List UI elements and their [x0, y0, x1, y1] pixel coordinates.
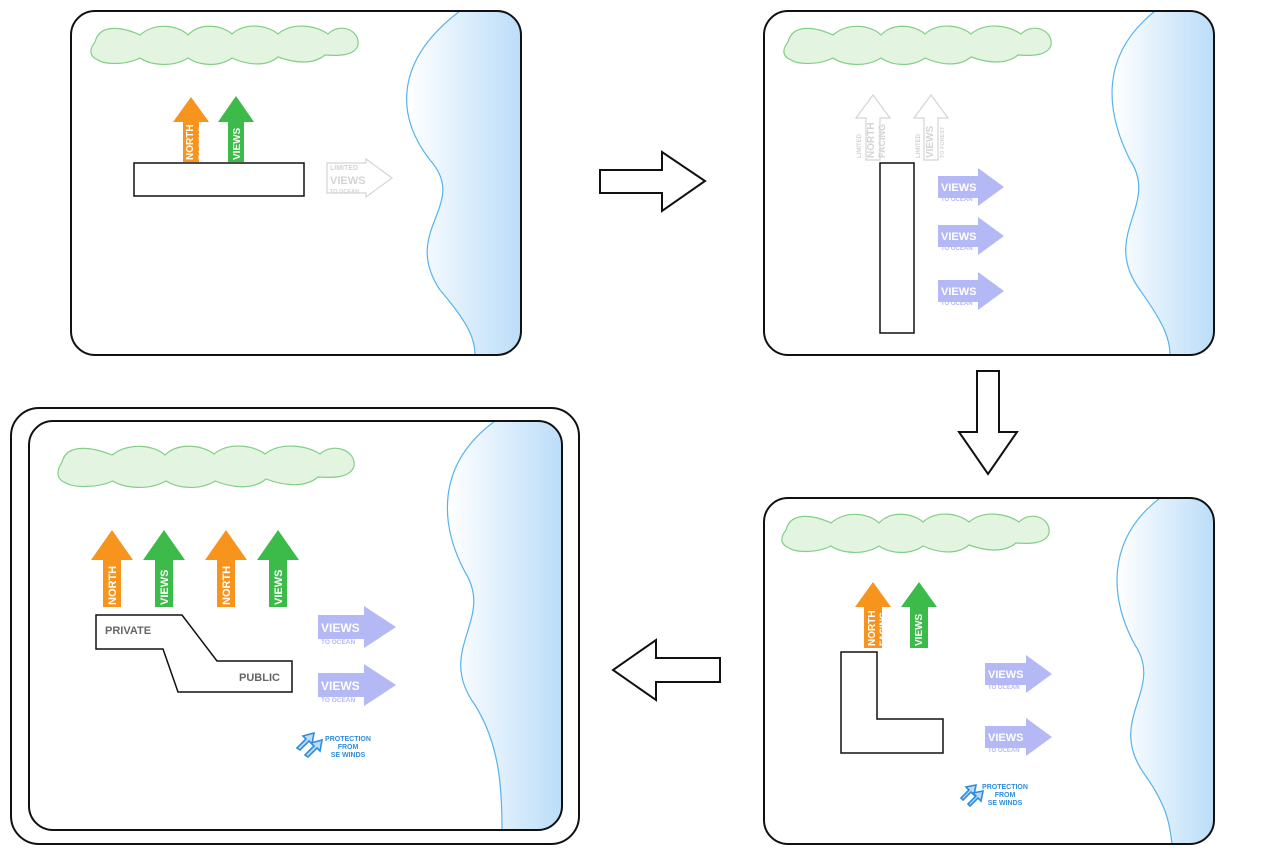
- arrow-label: TO FOREST: [290, 570, 296, 605]
- wind-arrows-icon: [959, 783, 985, 808]
- arrow-views-to-ocean: VIEWS TO OCEAN: [985, 655, 1052, 693]
- arrow-label: TO OCEAN: [330, 189, 359, 195]
- arrow-views-to-ocean: VIEWS TO OCEAN: [938, 217, 1004, 255]
- wind-label: FROM: [995, 792, 1016, 799]
- arrow-label: VIEWS: [330, 175, 365, 187]
- arrow-label: NORTH: [185, 124, 196, 160]
- arrow-label: LIMITED: [330, 165, 358, 172]
- panel-frame: [28, 420, 563, 831]
- ocean-shape: [446, 421, 562, 830]
- arrow-limited-north-facing: LIMITED NORTH FACING: [854, 93, 892, 161]
- arrow-label: TO OCEAN: [988, 685, 1020, 691]
- arrow-views-to-forest: VIEWS TO FOREST: [143, 530, 185, 607]
- ocean-shape: [1116, 498, 1214, 844]
- ocean-shape: [1111, 11, 1214, 355]
- arrow-north-facing: NORTH FACING: [205, 530, 247, 607]
- zone-label-public: PUBLIC: [239, 672, 280, 684]
- arrow-views-to-ocean: VIEWS TO OCEAN: [938, 168, 1004, 206]
- arrow-limited-views-to-forest: LIMITED VIEWS TO FOREST: [912, 93, 950, 161]
- building-l-shape: [840, 651, 944, 754]
- wind-label: SE WINDS: [988, 800, 1023, 807]
- wind-protection: PROTECTION FROM SE WINDS: [295, 731, 371, 759]
- zone-label-private: PRIVATE: [105, 625, 151, 637]
- panel-step-3: NORTH FACING VIEWS TO FOREST VIEWS TO OC…: [763, 497, 1215, 845]
- arrow-label: NORTH: [866, 122, 877, 158]
- forest-shape: [783, 25, 1052, 65]
- arrow-label: VIEWS: [988, 732, 1023, 744]
- wind-label: PROTECTION: [982, 784, 1028, 791]
- arrow-label: VIEWS: [232, 127, 243, 160]
- wind-label: PROTECTION: [325, 736, 371, 743]
- arrow-label: FACING: [877, 124, 887, 158]
- arrow-label: VIEWS: [925, 125, 936, 158]
- arrow-label: VIEWS: [941, 231, 976, 243]
- wind-arrows-icon: [295, 731, 324, 759]
- arrow-label: LIMITED: [857, 133, 863, 158]
- panel-frame: [763, 497, 1215, 845]
- arrow-label: TO FOREST: [940, 126, 946, 158]
- arrow-label: NORTH: [221, 566, 233, 605]
- building-bar-horizontal: [133, 162, 305, 197]
- arrow-label: VIEWS: [941, 286, 976, 298]
- arrow-label: FACING: [234, 567, 245, 605]
- ocean-shape: [406, 11, 521, 355]
- arrow-views-to-forest: VIEWS TO FOREST: [218, 96, 254, 162]
- arrow-views-to-ocean: VIEWS TO OCEAN: [985, 718, 1052, 756]
- arrow-views-to-ocean: VIEWS TO OCEAN: [318, 606, 396, 648]
- forest-shape: [90, 25, 359, 65]
- arrow-north-facing: NORTH FACING: [855, 582, 891, 648]
- arrow-label: TO OCEAN: [321, 639, 355, 646]
- arrow-views-to-ocean: VIEWS TO OCEAN: [938, 272, 1004, 310]
- forest-shape: [57, 445, 355, 488]
- arrow-label: VIEWS: [914, 613, 925, 646]
- arrow-north-facing: NORTH FACING: [91, 530, 133, 607]
- wind-protection: PROTECTION FROM SE WINDS: [959, 783, 1028, 808]
- arrow-label: VIEWS: [321, 621, 360, 635]
- flow-arrow-left: [611, 638, 721, 702]
- arrow-limited-views-to-ocean: LIMITED VIEWS TO OCEAN: [326, 157, 394, 199]
- arrow-label: VIEWS: [273, 570, 285, 605]
- final-outer-frame: [10, 407, 580, 845]
- arrow-label: NORTH: [867, 610, 878, 646]
- arrow-label: FACING: [197, 126, 207, 160]
- arrow-label: TO OCEAN: [941, 246, 973, 252]
- arrow-label: TO OCEAN: [941, 197, 973, 203]
- arrow-label: VIEWS: [941, 182, 976, 194]
- arrow-views-to-forest: VIEWS TO FOREST: [257, 530, 299, 607]
- arrow-label: FACING: [878, 612, 888, 646]
- arrow-label: VIEWS: [988, 669, 1023, 681]
- arrow-label: FACING: [120, 567, 131, 605]
- arrow-label: VIEWS: [321, 679, 360, 693]
- panel-frame: [70, 10, 522, 356]
- arrow-views-to-ocean: VIEWS TO OCEAN: [318, 664, 396, 706]
- building-bar-vertical: [879, 162, 915, 334]
- flow-arrow-down: [957, 370, 1019, 476]
- panel-frame: [763, 10, 1215, 356]
- panel-step-4-final: PRIVATE PUBLIC NORTH FACING VIEWS TO FOR…: [10, 407, 580, 845]
- arrow-label: VIEWS: [159, 570, 171, 605]
- arrow-label: NORTH: [107, 566, 119, 605]
- arrow-north-facing: NORTH FACING: [173, 97, 209, 162]
- arrow-label: TO OCEAN: [941, 301, 973, 307]
- flow-arrow-right: [599, 150, 707, 213]
- building-stepped: [95, 614, 293, 693]
- forest-shape: [781, 513, 1050, 553]
- arrow-label: TO OCEAN: [321, 697, 355, 704]
- panel-step-1: NORTH FACING VIEWS TO FOREST LIMITED VIE…: [70, 10, 522, 356]
- panel-step-2: LIMITED NORTH FACING LIMITED VIEWS TO FO…: [763, 10, 1215, 356]
- arrow-label: TO FOREST: [176, 570, 182, 605]
- wind-label: SE WINDS: [331, 752, 366, 759]
- wind-label: FROM: [338, 744, 359, 751]
- arrow-label: TO FOREST: [930, 614, 936, 646]
- arrow-label: TO OCEAN: [988, 748, 1020, 754]
- arrow-label: TO FOREST: [247, 128, 253, 160]
- arrow-label: LIMITED: [916, 133, 922, 158]
- arrow-views-to-forest: VIEWS TO FOREST: [901, 582, 937, 648]
